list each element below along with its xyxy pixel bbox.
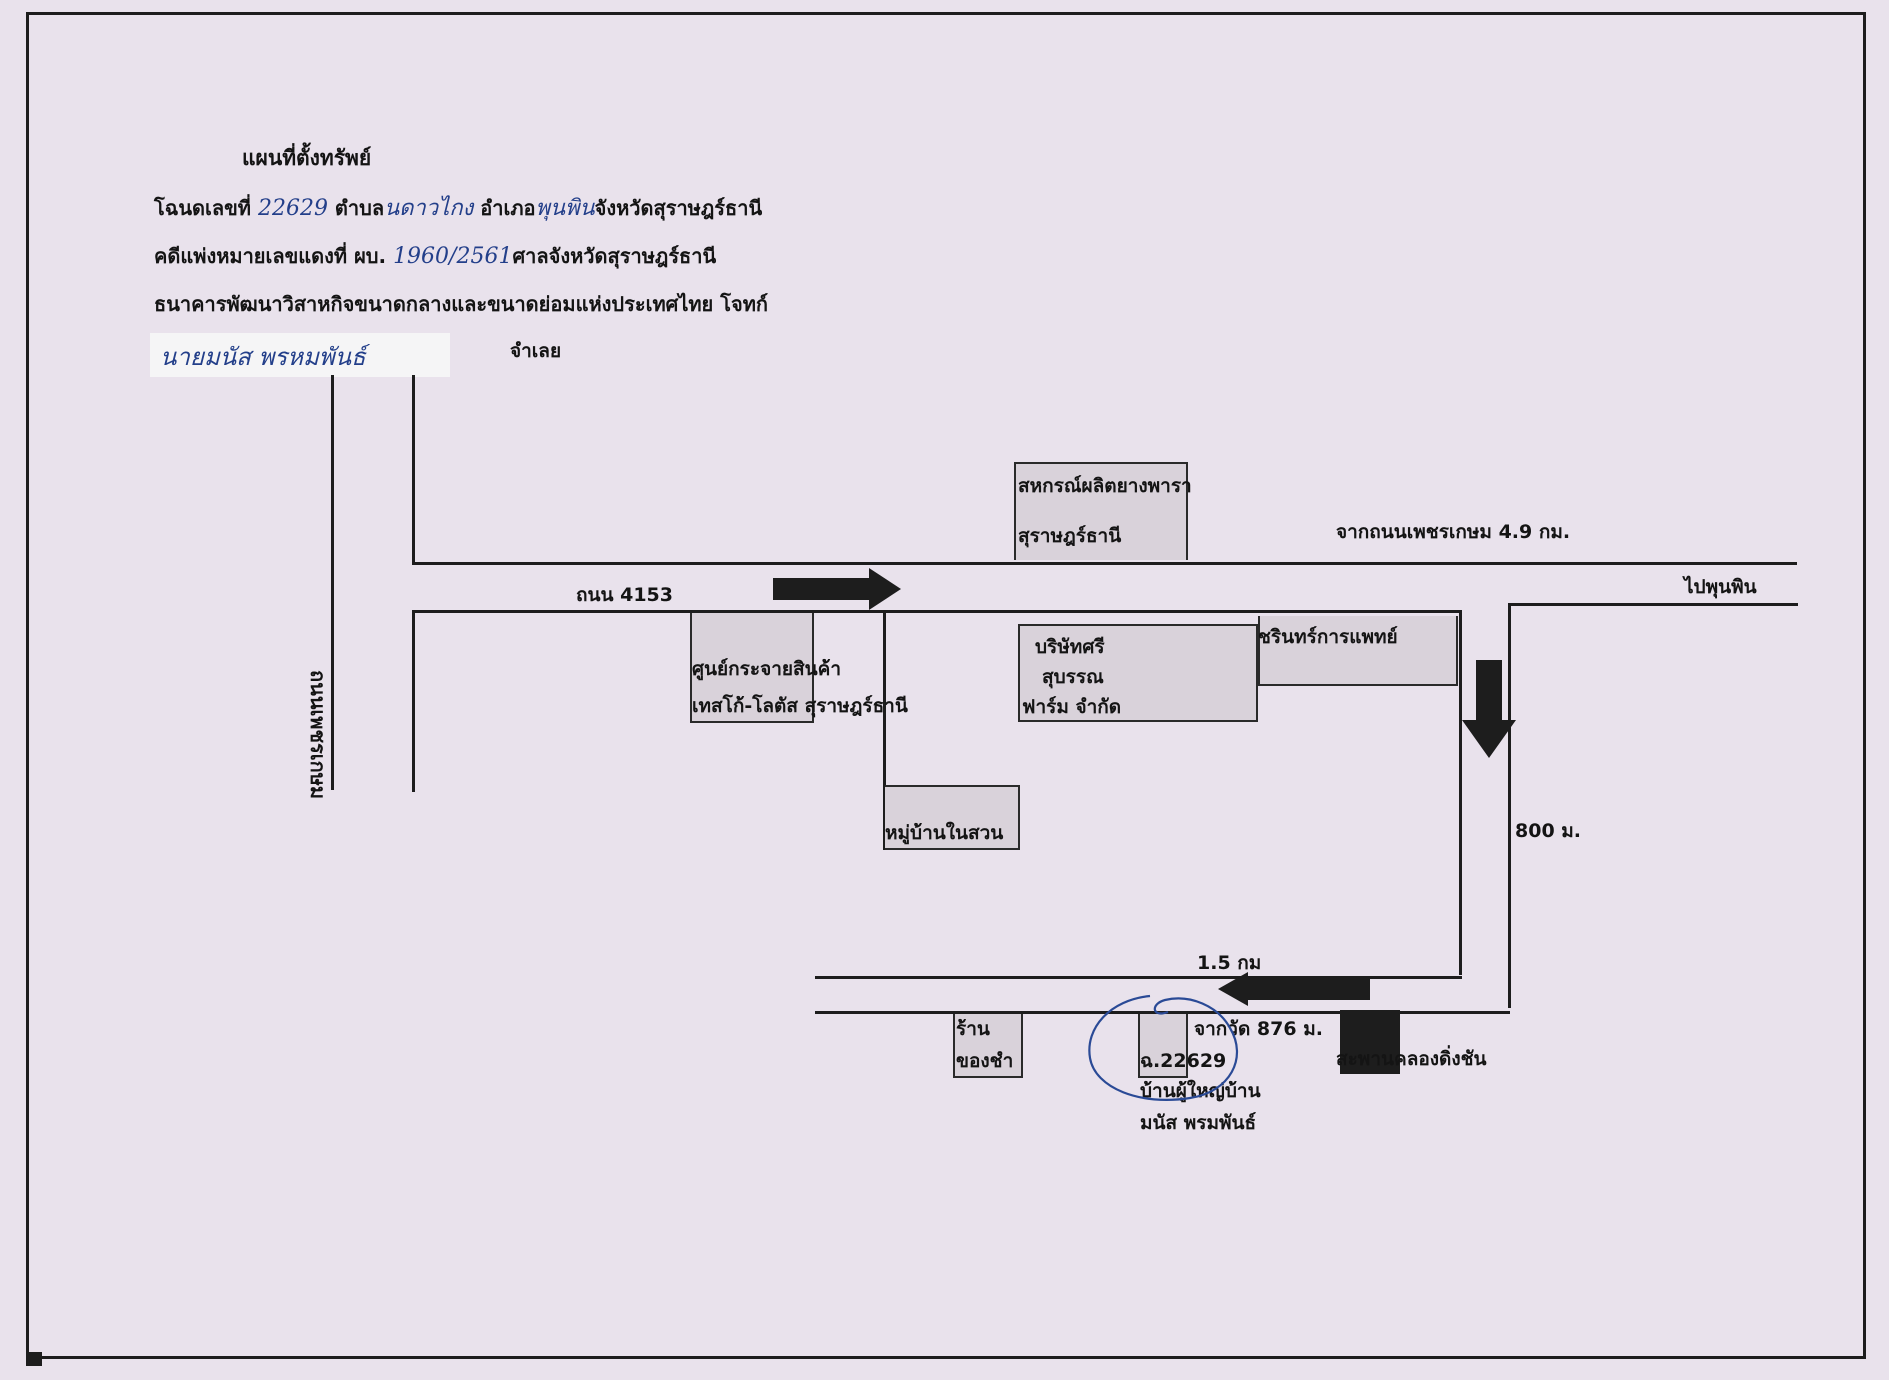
shop-label-2: ของชำ xyxy=(956,1050,1014,1072)
plaintiff-line: ธนาคารพัฒนาวิสาหกิจขนาดกลางและขนาดย่อมแห… xyxy=(154,292,768,316)
map-title: แผนที่ตั้งทรัพย์ xyxy=(242,146,372,170)
defendant-name: นายมนัส พรหมพันธ์ xyxy=(150,333,450,377)
deed-line: โฉนดเลขที่ 22629 ตำบลนดาวไกง อำเภอพุนพิน… xyxy=(154,190,762,225)
target-building xyxy=(1138,1014,1188,1078)
province: จังหวัดสุราษฎร์ธานี xyxy=(594,196,763,220)
target-label-1: ฉ.22629 xyxy=(1140,1050,1227,1072)
shop-label-1: ร้าน xyxy=(956,1018,990,1040)
bridge-label: สะพานคลองดิ่งชัน xyxy=(1336,1048,1487,1070)
medical-label: ชรินทร์การแพทย์ xyxy=(1258,626,1398,648)
shop-building xyxy=(953,1014,1023,1078)
target-label-3: มนัส พรมพันธ์ xyxy=(1140,1112,1257,1134)
road-right-inner xyxy=(1459,610,1462,975)
subdistrict-name: นดาวไกง xyxy=(384,196,474,221)
coop-label-2: สุราษฎร์ธานี xyxy=(1018,525,1122,547)
road-phetkasem-line-3 xyxy=(412,612,415,792)
court: ศาลจังหวัดสุราษฎร์ธานี xyxy=(512,244,717,268)
case-prefix: คดีแพ่งหมายเลขแดงที่ ผบ. xyxy=(154,244,387,268)
subdistrict-prefix: ตำบล xyxy=(334,196,385,220)
from-phetkasem-label: จากถนนเพชรเกษม 4.9 กม. xyxy=(1336,521,1571,543)
village-label: หมู่บ้านในสวน xyxy=(885,822,1004,844)
target-label-2: บ้านผู้ใหญ่บ้าน xyxy=(1140,1080,1261,1102)
distance-800-label: 800 ม. xyxy=(1515,820,1582,842)
road-main-bottom xyxy=(412,610,1462,613)
bridge-marker xyxy=(1340,1010,1400,1074)
road-phetkasem-label: ถนนเพชรเกษม xyxy=(306,670,330,800)
road-phetkasem-line-1 xyxy=(331,375,334,790)
district-prefix: อำเภอ xyxy=(480,196,536,220)
deed-number: 22629 xyxy=(257,196,328,221)
case-line: คดีแพ่งหมายเลขแดงที่ ผบ. 1960/2561ศาลจัง… xyxy=(154,240,716,272)
target-circle xyxy=(1088,994,1239,1101)
road-lower-top xyxy=(815,976,1462,979)
farm-building xyxy=(1018,624,1258,722)
deed-prefix: โฉนดเลขที่ xyxy=(154,196,251,220)
road-main-top xyxy=(412,562,1797,565)
road-right-outer xyxy=(1508,603,1511,1008)
tesco-label-1: ศูนย์กระจายสินค้า xyxy=(692,658,841,680)
distance-1-5-label: 1.5 กม xyxy=(1197,952,1262,974)
road-phetkasem-line-2 xyxy=(412,375,415,565)
farm-label-1: บริษัทศรี xyxy=(1035,636,1105,658)
district-name: พุนพิน xyxy=(535,196,595,221)
road-phunphin xyxy=(1508,603,1798,606)
road-4153-label: ถนน 4153 xyxy=(576,584,673,606)
village-building xyxy=(885,785,1020,850)
tesco-label-2: เทสโก้-โลตัส สุราษฎร์ธานี xyxy=(692,695,908,717)
frame-corner xyxy=(26,1352,42,1366)
road-village xyxy=(883,610,886,850)
to-phunphin-label: ไปพุนพิน xyxy=(1684,576,1757,598)
arrow-right-icon xyxy=(773,568,901,610)
arrow-down-icon xyxy=(1462,660,1516,758)
arrow-left-icon xyxy=(1218,972,1370,1006)
map-frame xyxy=(26,12,1866,1359)
defendant-role: จำเลย xyxy=(510,340,562,362)
tesco-building xyxy=(690,613,814,723)
farm-label-2: สุบรรณ xyxy=(1042,666,1104,688)
coop-building xyxy=(1014,462,1188,560)
farm-label-3: ฟาร์ม จำกัด xyxy=(1022,696,1122,718)
coop-label-1: สหกรณ์ผลิตยางพารา xyxy=(1018,475,1192,497)
case-number: 1960/2561 xyxy=(393,244,513,269)
medical-building xyxy=(1258,616,1458,686)
